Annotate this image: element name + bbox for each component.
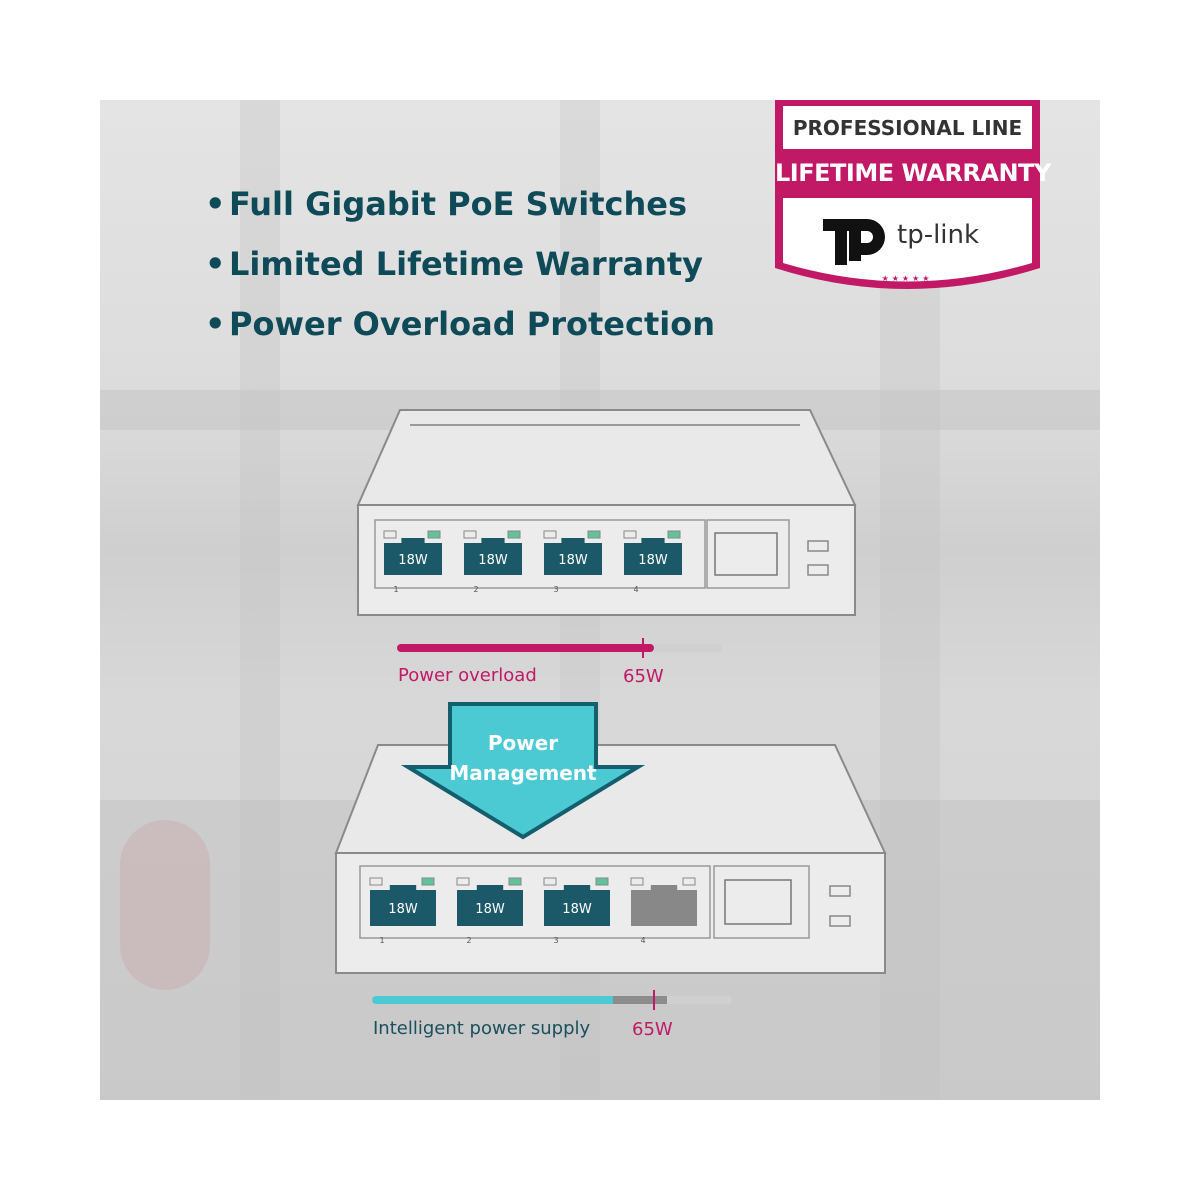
warranty-badge: PROFESSIONAL LINE LIFETIME WARRANTY tp-l… bbox=[775, 100, 1051, 300]
feature-item: •Full Gigabit PoE Switches bbox=[205, 185, 687, 223]
port-led-icon bbox=[595, 877, 609, 886]
port-led-icon bbox=[369, 877, 383, 886]
port-led-icon bbox=[507, 530, 521, 539]
power-overload-label: Power overload bbox=[398, 665, 537, 686]
tp-link-logo-icon bbox=[823, 219, 885, 265]
port-number: 4 bbox=[640, 936, 645, 945]
port-led-icon bbox=[630, 877, 644, 886]
overload-bar bbox=[397, 638, 722, 658]
port-led-icon bbox=[623, 530, 637, 539]
intelligent-supply-bar-fill bbox=[372, 996, 614, 1004]
feature-list: •Full Gigabit PoE Switches •Limited Life… bbox=[205, 182, 715, 362]
intelligent-limit-label: 65W bbox=[632, 1019, 673, 1040]
feature-item: •Power Overload Protection bbox=[205, 305, 715, 343]
background-window-frame bbox=[240, 100, 280, 1100]
switch-top: 18W 1 18W 2 18W 3 18W 4 bbox=[356, 409, 857, 616]
intelligent-supply-bar-reserve bbox=[613, 996, 668, 1004]
port-led-icon bbox=[427, 530, 441, 539]
bottom-port-2: 18W 2 bbox=[456, 877, 523, 945]
switch-bottom-ports: 18W 1 18W 2 18W 3 4 bbox=[369, 877, 697, 945]
port-led-icon bbox=[543, 877, 557, 886]
port-power-label: 18W bbox=[388, 902, 418, 917]
intelligent-supply-bar bbox=[372, 990, 732, 1010]
intelligent-limit-marker bbox=[652, 990, 655, 1010]
port-led-icon bbox=[463, 530, 477, 539]
port-led-icon bbox=[383, 530, 397, 539]
port-power-label: 18W bbox=[398, 553, 428, 568]
background-window-frame bbox=[880, 260, 940, 1100]
bottom-port-4: 4 bbox=[630, 877, 697, 945]
badge-brand-name: tp-link bbox=[897, 220, 980, 250]
port-led-icon bbox=[682, 877, 696, 886]
feature-item: •Limited Lifetime Warranty bbox=[205, 245, 703, 283]
port-power-label: 18W bbox=[638, 553, 668, 568]
bottom-port-3: 18W 3 bbox=[543, 877, 610, 945]
top-port-2: 18W 2 bbox=[463, 530, 522, 594]
overload-limit-label: 65W bbox=[623, 666, 664, 687]
port-led-icon bbox=[587, 530, 601, 539]
arrow-label-line1: Power bbox=[488, 731, 558, 755]
background-figure bbox=[120, 820, 210, 990]
switch-top-ports: 18W 1 18W 2 18W 3 18W 4 bbox=[383, 530, 682, 594]
port-power-label: 18W bbox=[558, 553, 588, 568]
ethernet-port-icon bbox=[457, 885, 523, 926]
port-led-icon bbox=[421, 877, 435, 886]
ethernet-port-icon bbox=[384, 538, 442, 575]
port-number: 1 bbox=[379, 936, 384, 945]
ethernet-port-icon bbox=[631, 885, 697, 926]
top-port-3: 18W 3 bbox=[543, 530, 602, 594]
intelligent-power-supply-label: Intelligent power supply bbox=[373, 1018, 591, 1039]
bottom-port-1: 18W 1 bbox=[369, 877, 436, 945]
ethernet-port-icon bbox=[544, 885, 610, 926]
port-number: 1 bbox=[393, 585, 398, 594]
top-port-4: 18W 4 bbox=[623, 530, 682, 594]
port-number: 4 bbox=[633, 585, 638, 594]
background-panel: •Full Gigabit PoE Switches •Limited Life… bbox=[100, 100, 1100, 1100]
top-port-1: 18W 1 bbox=[383, 530, 442, 594]
port-power-label: 18W bbox=[475, 902, 505, 917]
port-led-icon bbox=[667, 530, 681, 539]
ethernet-port-icon bbox=[624, 538, 682, 575]
port-led-icon bbox=[456, 877, 470, 886]
overload-limit-marker bbox=[642, 638, 645, 658]
port-power-label: 18W bbox=[562, 902, 592, 917]
overload-bar-fill bbox=[397, 644, 654, 652]
ethernet-port-icon bbox=[370, 885, 436, 926]
port-power-label: 18W bbox=[478, 553, 508, 568]
port-led-icon bbox=[543, 530, 557, 539]
port-number: 2 bbox=[473, 585, 478, 594]
badge-lifetime-warranty: LIFETIME WARRANTY bbox=[775, 159, 1051, 187]
ethernet-port-icon bbox=[464, 538, 522, 575]
port-number: 2 bbox=[466, 936, 471, 945]
badge-professional-line: PROFESSIONAL LINE bbox=[792, 116, 1023, 140]
power-management-arrow: Power Management bbox=[400, 702, 646, 840]
port-number: 3 bbox=[553, 936, 558, 945]
badge-stars: ★★★★★ bbox=[881, 274, 933, 283]
arrow-label-line2: Management bbox=[449, 761, 597, 785]
port-number: 3 bbox=[553, 585, 558, 594]
ethernet-port-icon bbox=[544, 538, 602, 575]
port-led-icon bbox=[508, 877, 522, 886]
